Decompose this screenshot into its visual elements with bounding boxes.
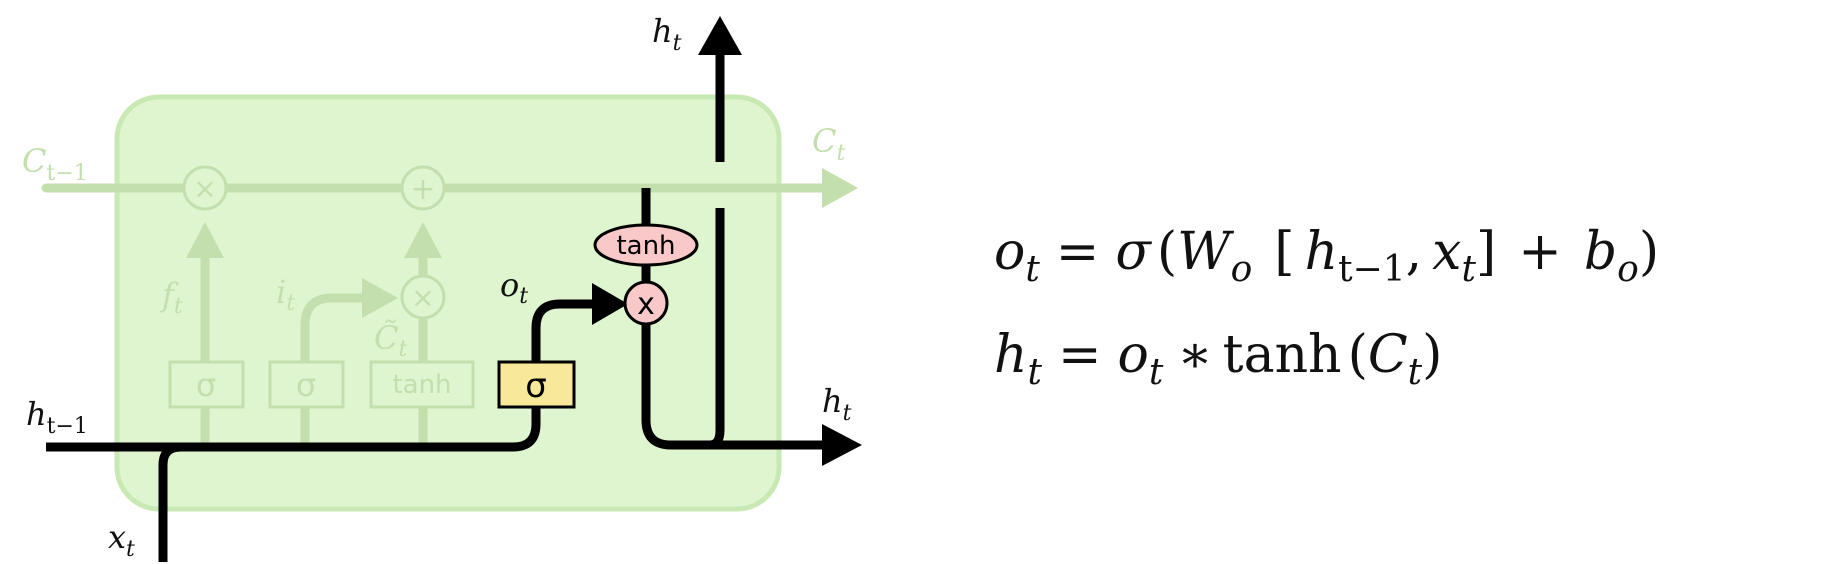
h-top-arrowhead bbox=[698, 16, 742, 55]
tanh-op-label: tanh bbox=[616, 231, 675, 261]
h-right-arrowhead bbox=[822, 424, 862, 466]
tanh-pointwise-op bbox=[593, 223, 699, 267]
x-in-label: xt bbox=[108, 518, 135, 562]
c-out-label: Ct bbox=[812, 122, 845, 166]
input-sigma-layer bbox=[268, 360, 345, 409]
output-multiply-symbol: x bbox=[637, 287, 655, 322]
add-symbol: + bbox=[410, 172, 435, 207]
input-multiply-symbol: × bbox=[411, 281, 434, 314]
equation-output-gate: ot=σ(Wo[ht−1,xt]+bo) bbox=[994, 222, 1659, 290]
c-prev-label: Ct−1 bbox=[22, 142, 88, 186]
output-sigma-layer bbox=[497, 360, 576, 409]
input-sigma-label: σ bbox=[296, 366, 316, 404]
active-arrowheads bbox=[592, 16, 862, 466]
input-arrowhead bbox=[362, 278, 398, 318]
faded-layers: σ σ tanh bbox=[168, 360, 475, 409]
output-gate-path bbox=[531, 299, 600, 362]
c-tilde-label: C̃t bbox=[374, 319, 407, 362]
faded-ops: × + × bbox=[182, 165, 446, 320]
input-gate-path bbox=[300, 293, 373, 450]
forget-sigma-label: σ bbox=[196, 366, 216, 404]
h-top-label: ht bbox=[652, 12, 682, 56]
candidate-tanh-label: tanh bbox=[392, 370, 451, 400]
equations: ot=σ(Wo[ht−1,xt]+bo) ht=ot∗tanh(Ct) bbox=[994, 222, 1659, 393]
output-gate-arrowhead bbox=[592, 283, 628, 325]
add-op bbox=[400, 165, 446, 211]
forget-multiply-op bbox=[182, 165, 228, 211]
output-multiply-op bbox=[623, 280, 669, 326]
h-prev-path bbox=[46, 405, 541, 452]
active-labels: ht−1 ht ht xt ot bbox=[26, 12, 852, 562]
input-multiply-op bbox=[400, 274, 446, 320]
lstm-cell-diagram: × + × σ σ tanh Ct−1 Ct ft bbox=[22, 12, 862, 562]
i-gate-label: it bbox=[276, 273, 295, 316]
equation-hidden-state: ht=ot∗tanh(Ct) bbox=[994, 325, 1442, 393]
forget-arrowhead bbox=[186, 222, 224, 258]
multiply-to-output-path bbox=[641, 208, 725, 450]
forget-multiply-symbol: × bbox=[193, 172, 216, 205]
h-prev-label: ht−1 bbox=[26, 395, 88, 439]
cell-state-arrowhead bbox=[822, 168, 858, 208]
forget-sigma-layer bbox=[168, 360, 245, 409]
o-gate-label: ot bbox=[500, 266, 528, 309]
active-paths bbox=[46, 55, 830, 562]
candidate-tanh-layer bbox=[369, 360, 475, 409]
h-right-label: ht bbox=[822, 382, 852, 426]
add-arrowhead bbox=[404, 222, 442, 258]
faded-arrowheads bbox=[186, 168, 858, 318]
output-sigma-label: σ bbox=[525, 366, 547, 406]
